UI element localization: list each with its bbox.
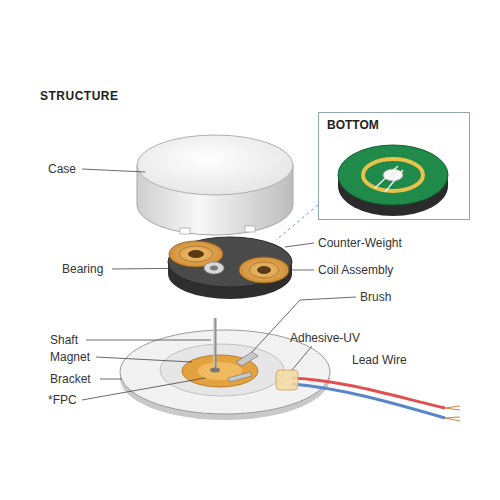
leader-lines [82,169,356,400]
part-label: Adhesive-UV [290,331,360,345]
inset-heading: BOTTOM [319,113,469,137]
diagram-title: STRUCTURE [40,89,119,103]
part-label: Coil Assembly [318,263,393,277]
part-label: Counter-Weight [318,236,402,250]
inset-pointer [276,205,318,240]
part-label: Case [48,162,76,176]
part-label: Bearing [62,262,103,276]
part-label: Shaft [50,333,78,347]
part-label: *FPC [48,393,77,407]
part-label: Magnet [50,350,90,364]
case-drawing [137,135,293,235]
part-label: Bracket [50,372,91,386]
lead-wire-drawing [276,370,460,421]
inset-box: BOTTOM [318,112,470,220]
part-label: Brush [360,290,391,304]
part-label: Lead Wire [352,353,407,367]
bottom-view-drawing [338,145,448,216]
